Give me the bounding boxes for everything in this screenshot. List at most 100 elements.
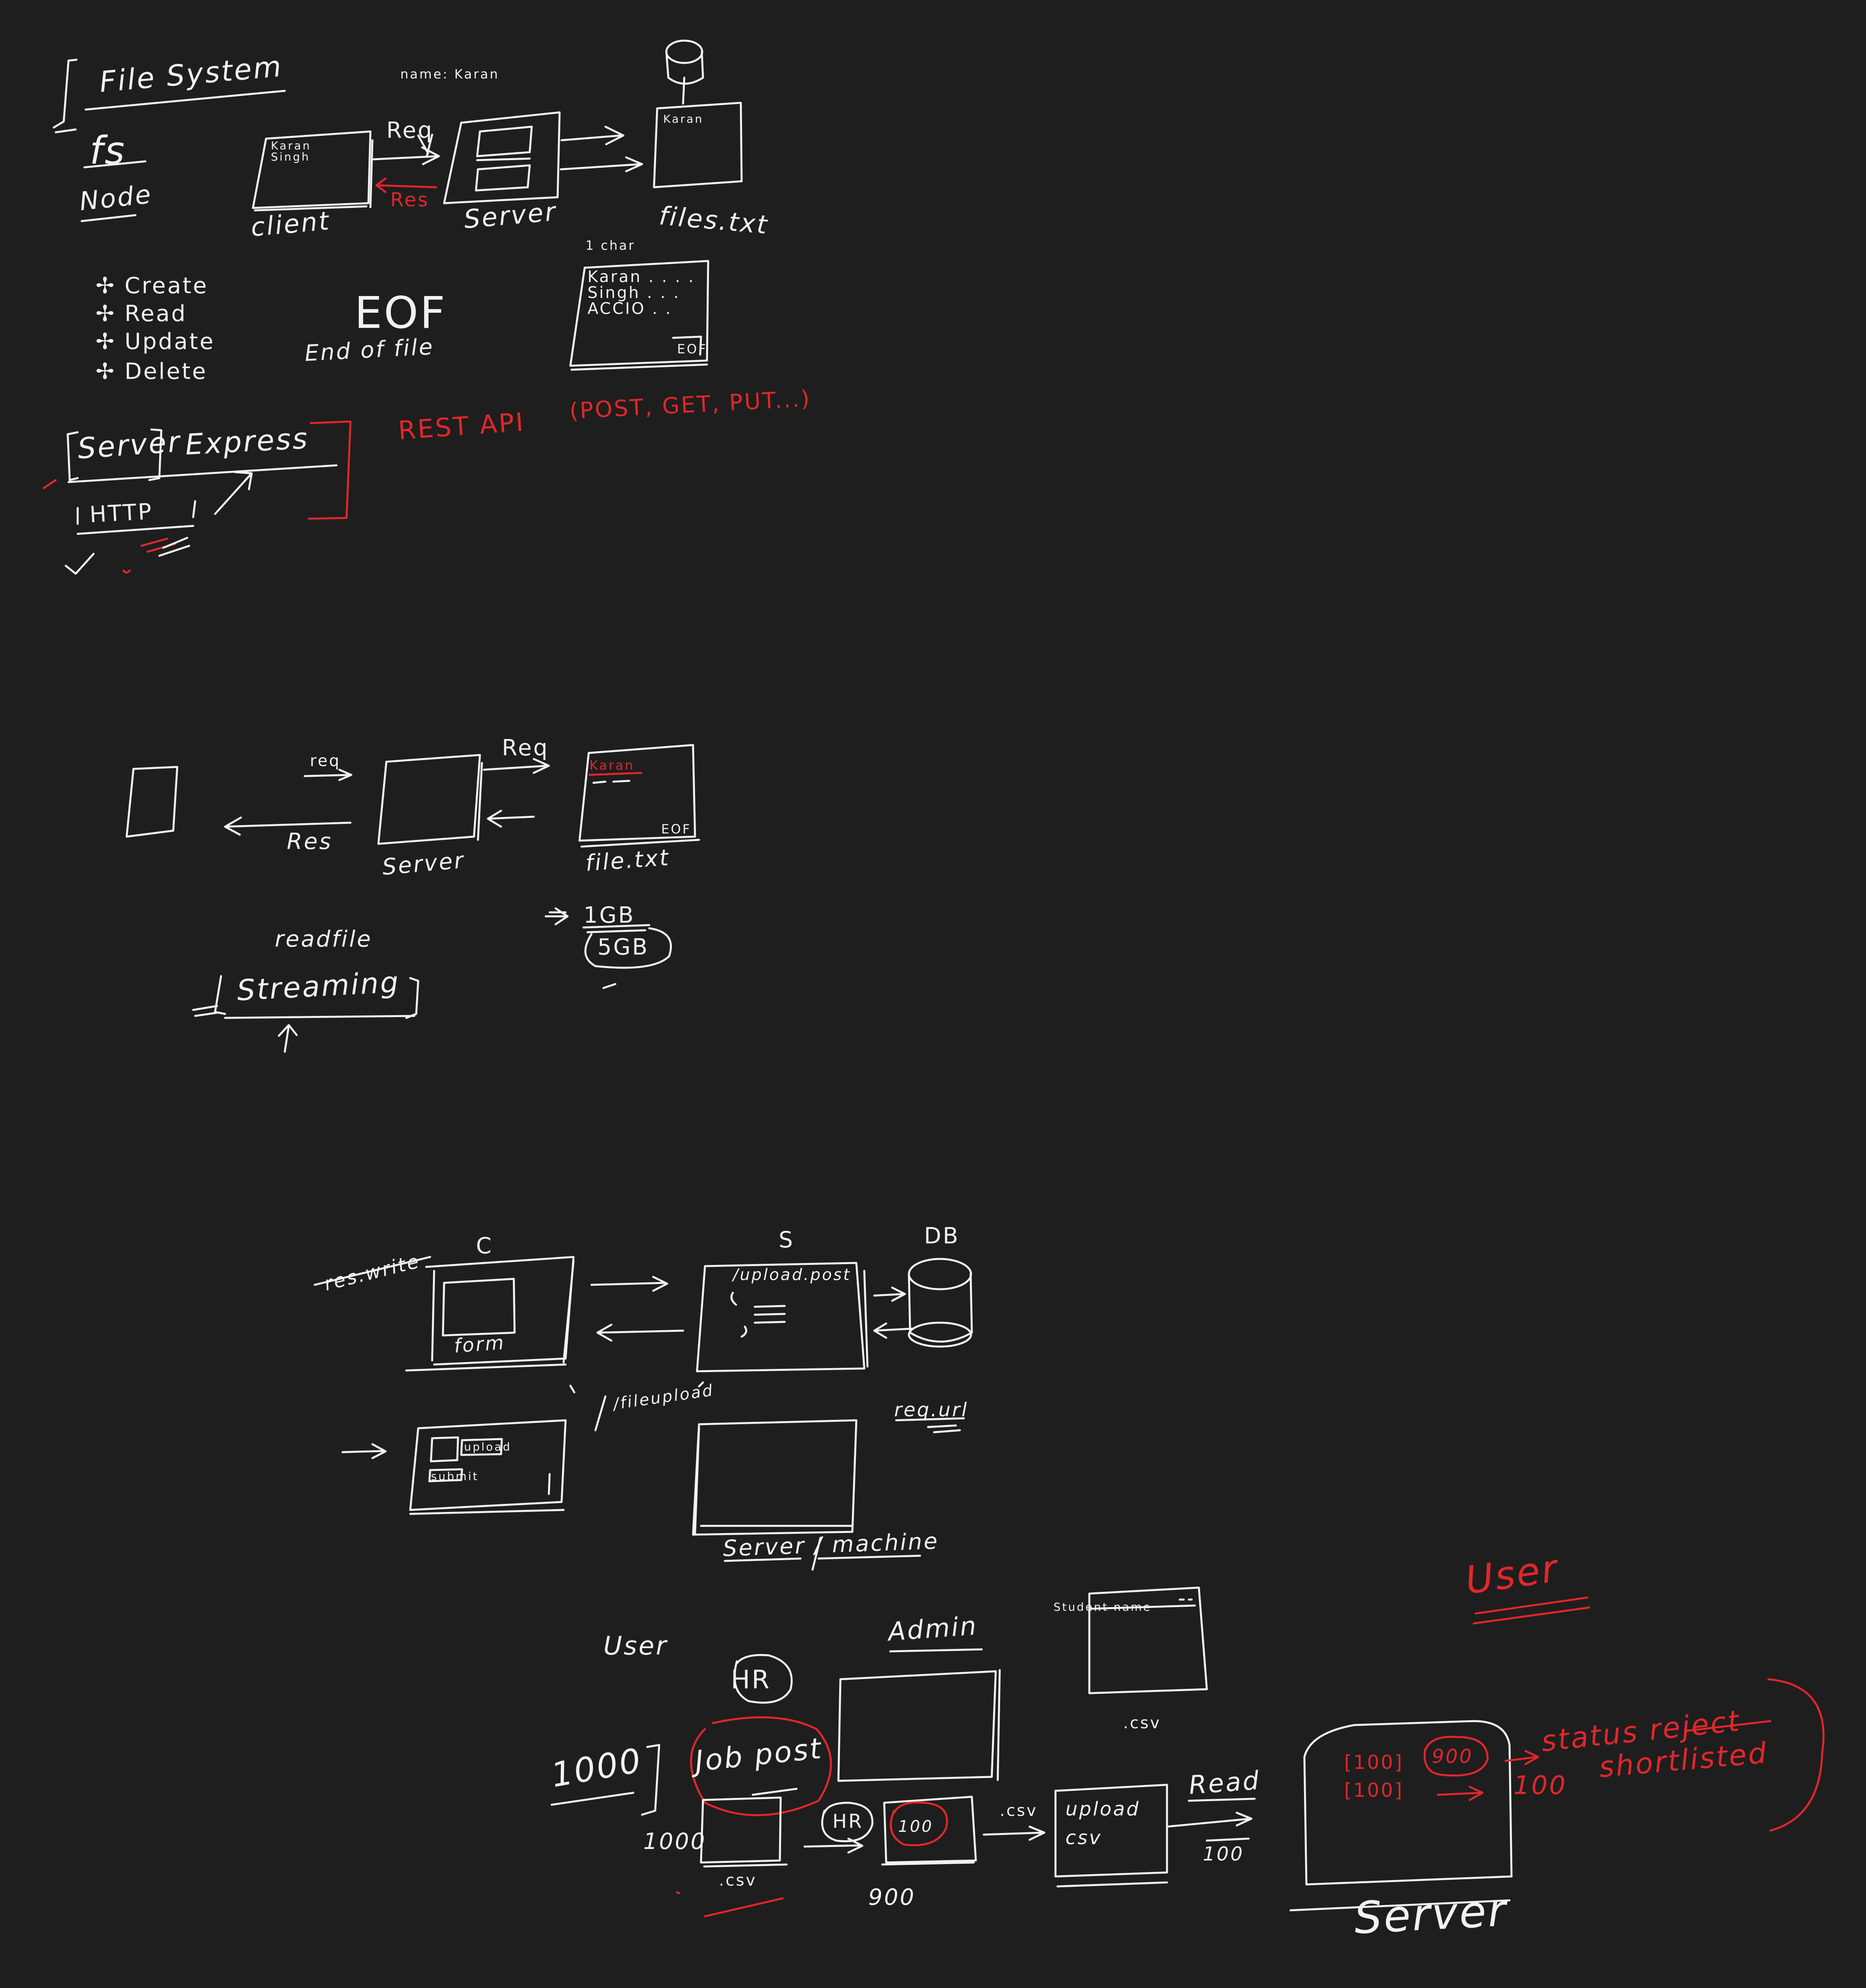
req-right-label: Req [502, 735, 549, 761]
file-box-2-base [580, 839, 700, 848]
csv-box [700, 1796, 782, 1864]
gb-circle [584, 927, 672, 969]
crud-update: ✢ Update [96, 329, 215, 355]
count-100: 100 [898, 1817, 934, 1836]
res-label-2: Res [287, 829, 333, 855]
red-tick [43, 479, 57, 489]
streaming-section [125, 744, 700, 1053]
admin-underline [889, 1648, 983, 1653]
crud-read: ✢ Read [96, 301, 187, 327]
site-slash [313, 1256, 431, 1286]
hr-label: HR [731, 1665, 771, 1695]
bracket-1000 [641, 1744, 660, 1816]
eof-marker: EOF [677, 341, 707, 357]
csv-box-base [703, 1863, 788, 1868]
http-underline [76, 525, 194, 535]
csv-red-dot [676, 1891, 680, 1894]
server-db-bottom [475, 164, 531, 192]
scribble-lines [158, 537, 190, 557]
arrow-to-upload [341, 1443, 387, 1459]
size-1gb: 1GB [583, 902, 635, 928]
read-count: 100 [1203, 1843, 1244, 1865]
db-bottom [908, 1321, 972, 1348]
upload-section [313, 1256, 973, 1571]
to-file-arrow-2 [560, 156, 643, 173]
server-big-base [1289, 1899, 1511, 1912]
upload-csv-shadow [1056, 1881, 1168, 1888]
express-underline [67, 464, 338, 483]
db-label: DB [924, 1223, 960, 1249]
user-red-underline [1472, 1596, 1590, 1625]
red-bracket-right [1767, 1678, 1825, 1832]
to-file-arrow-1 [560, 125, 625, 145]
form-label: form [453, 1331, 506, 1357]
client-label: client [249, 206, 332, 243]
submit-button-label: submit [431, 1470, 479, 1483]
streaming-label: Streaming [236, 965, 401, 1007]
title-bracket [53, 59, 78, 133]
red-arrow-2 [1437, 1786, 1484, 1801]
server-big-box [1303, 1720, 1513, 1886]
arrow-from-server [596, 1323, 684, 1342]
server-tag: Server [76, 424, 182, 465]
circle-900 [1423, 1735, 1489, 1777]
char-label: 1 char [585, 238, 636, 253]
server-db-top [476, 125, 533, 157]
upload-button-label: upload [464, 1440, 512, 1453]
red-underline [588, 772, 642, 776]
upload-frame [409, 1419, 567, 1511]
server-frame [696, 1262, 865, 1372]
client-box-shadow [254, 139, 374, 212]
db-body [908, 1273, 973, 1343]
arrow-1gb [544, 907, 569, 925]
eof-box [672, 335, 702, 356]
file-content: Karan [663, 112, 704, 125]
check-mark [65, 553, 95, 575]
read-strike [1206, 1837, 1250, 1842]
upload-frame-base [409, 1473, 565, 1515]
hr-b-label: HR [832, 1810, 863, 1833]
red-arrow-1 [1504, 1750, 1539, 1765]
server-s-label: S [779, 1227, 795, 1253]
file-content-2: Karan [589, 758, 635, 773]
crud-create: ✢ Create [96, 273, 208, 299]
route-brace [730, 1292, 748, 1338]
dashes [592, 780, 630, 784]
reject-underline [1684, 1720, 1772, 1732]
file-box [653, 102, 743, 188]
node-underline [80, 214, 137, 222]
up-arrow [278, 1024, 298, 1053]
machine-frame [692, 1419, 858, 1536]
sheet-box [1088, 1586, 1208, 1694]
eof-subtitle: End of file [304, 334, 435, 367]
upload-btn [460, 1438, 503, 1456]
tick-mark [569, 1381, 704, 1394]
client-box [252, 130, 372, 209]
count-1000-b: 1000 [643, 1829, 707, 1855]
crud-delete: ✢ Delete [96, 359, 208, 384]
server-line [476, 157, 531, 161]
gb-dash [602, 983, 617, 989]
eof-marker-2: EOF [661, 821, 691, 837]
hr-b-circle [821, 1802, 873, 1843]
file-line-3: ACCIO . . [587, 300, 672, 318]
express-arrow [214, 471, 253, 515]
rows-a: [100] [1344, 1751, 1404, 1774]
readfile-label: readfile [275, 926, 372, 952]
machine-frame-line [694, 1427, 854, 1535]
file-system-section [53, 39, 743, 371]
csv-label-b: .csv [719, 1871, 757, 1890]
client-frame-base [405, 1270, 567, 1372]
file-box-2 [578, 744, 696, 842]
underline-1000 [550, 1792, 634, 1806]
fileupload-slash [594, 1395, 607, 1431]
streaming-dash [192, 1005, 218, 1017]
db-cylinder-top [665, 39, 703, 64]
size-5gb: 5GB [597, 934, 649, 960]
res-left-arrow [224, 816, 352, 836]
eof-title: EOF [354, 287, 447, 338]
file-table-base [570, 363, 708, 371]
db-cylinder-stem [682, 76, 685, 105]
